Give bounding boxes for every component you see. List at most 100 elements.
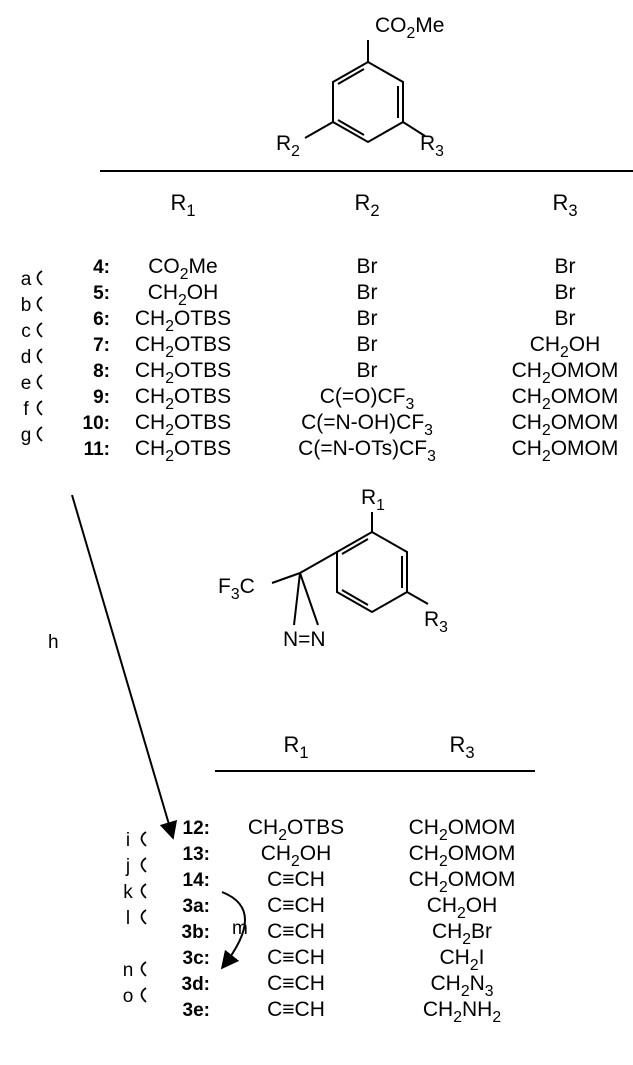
compound-label: 3d: [182, 974, 211, 995]
table2-cell-r1: C≡CH [267, 972, 325, 995]
step-label: j [125, 856, 130, 877]
table1-cell-r2: Br [357, 255, 378, 278]
table2-cell-r3: CH2N3 [430, 972, 493, 1000]
compound-label: 5: [93, 283, 110, 304]
table1-cell-r2: C(=O)CF3 [320, 385, 415, 413]
table1-cell-r1: CO2Me [148, 255, 217, 283]
table1-cell-r2: Br [357, 333, 378, 356]
table2-cell-r1: CH2OH [261, 842, 332, 870]
table2-cell-r3: CH2OMOM [409, 816, 516, 844]
diazirine-label: N=N [283, 628, 326, 651]
table1-cell-r3: CH2OMOM [512, 411, 619, 439]
compound-label: 3c: [183, 948, 210, 969]
table2-cell-r1: CH2OTBS [248, 816, 344, 844]
step-label: g [21, 425, 32, 446]
table2-cell-r1: C≡CH [267, 946, 325, 969]
table1-cell-r3: CH2OMOM [512, 385, 619, 413]
table2-cell-r1: C≡CH [267, 998, 325, 1021]
table1-cell-r1: CH2OTBS [135, 307, 231, 335]
step-hook-arrow [140, 909, 147, 925]
step-hook-arrow [36, 322, 43, 338]
table1-cell-r2: Br [357, 307, 378, 330]
table2-header-r1: R1 [283, 732, 308, 762]
table1-cell-r1: CH2OTBS [135, 385, 231, 413]
compound-label: 6: [93, 309, 110, 330]
compound-label: 3b: [182, 922, 211, 943]
step-hook-arrow [140, 987, 147, 1003]
step-label: a [21, 269, 32, 290]
compound-label: 4: [93, 257, 110, 278]
table2-cell-r1: C≡CH [267, 894, 325, 917]
table1-cell-r1: CH2OTBS [135, 437, 231, 465]
compound-label: 12: [183, 818, 210, 839]
arrow-h-label: h [48, 632, 59, 653]
table1-cell-r3: CH2OMOM [512, 359, 619, 387]
middle-substituent-r1: R1 [361, 486, 385, 514]
table2-headers: R1 R3 [283, 732, 474, 762]
table1-cell-r1: CH2OTBS [135, 411, 231, 439]
step-hook-arrow [36, 374, 43, 390]
step-label: e [21, 373, 32, 394]
top-substituent-r3: R3 [420, 132, 444, 160]
compound-label: 13: [183, 844, 210, 865]
table2-cell-r1: C≡CH [267, 868, 325, 891]
step-hook-arrow [140, 857, 147, 873]
table1-header-r3: R3 [552, 190, 577, 220]
table1-header-r1: R1 [170, 190, 195, 220]
compound-label: 3e: [183, 1000, 210, 1021]
step-label: d [21, 347, 32, 368]
step-hook-arrow [36, 296, 43, 312]
compound-label: 8: [93, 361, 110, 382]
step-hook-arrow [36, 270, 43, 286]
step-hook-arrow [140, 883, 147, 899]
table2-cell-r1: C≡CH [267, 920, 325, 943]
step-hook-arrow [36, 348, 43, 364]
table2-cell-r3: CH2OH [427, 894, 498, 922]
step-hook-arrow [140, 961, 147, 977]
compound-label: 14: [183, 870, 210, 891]
arrow-m [220, 891, 246, 970]
table1-cell-r2: C(=N-OH)CF3 [301, 411, 433, 439]
middle-substituent-f3c: F3C [218, 575, 255, 603]
middle-substituent-r3: R3 [424, 608, 448, 636]
table1-cell-r2: Br [357, 281, 378, 304]
top-substituent-co2me: CO2Me [375, 14, 444, 42]
table1-cell-r1: CH2OTBS [135, 359, 231, 387]
top-benzene-structure [304, 40, 426, 144]
table2-cell-r3: CH2OMOM [409, 842, 516, 870]
table2-header-r3: R3 [449, 732, 474, 762]
compound-label: 11: [84, 439, 110, 460]
table2-cell-r3: CH2Br [432, 920, 492, 948]
step-label: f [23, 399, 29, 420]
step-hook-arrow [36, 400, 43, 416]
step-label: k [123, 882, 133, 903]
table2-cell-r3: CH2OMOM [409, 868, 516, 896]
middle-benzene-structure [271, 512, 429, 626]
compound-label: 7: [93, 335, 110, 356]
table2-cell-r3: CH2I [440, 946, 485, 974]
step-label: l [126, 908, 130, 929]
step-label: i [126, 830, 130, 851]
table1-cell-r1: CH2OH [148, 281, 219, 309]
step-label: c [21, 321, 31, 342]
step-hook-arrow [36, 426, 43, 442]
table1-cell-r3: CH2OH [530, 333, 601, 361]
table1-cell-r3: Br [555, 255, 576, 278]
table1-cell-r2: Br [357, 359, 378, 382]
step-label: o [123, 986, 134, 1007]
table1-cell-r3: Br [555, 307, 576, 330]
table1-cell-r3: Br [555, 281, 576, 304]
table1-cell-r1: CH2OTBS [135, 333, 231, 361]
step-hook-arrow [140, 831, 147, 847]
table1-cell-r3: CH2OMOM [512, 437, 619, 465]
table1-cell-r2: C(=N-OTs)CF3 [298, 437, 436, 465]
compound-label: 9: [93, 387, 110, 408]
arrow-m-label: m [232, 918, 248, 939]
table2-cell-r3: CH2NH2 [423, 998, 501, 1026]
arrow-h [71, 494, 178, 840]
compound-label: 3a: [183, 896, 210, 917]
